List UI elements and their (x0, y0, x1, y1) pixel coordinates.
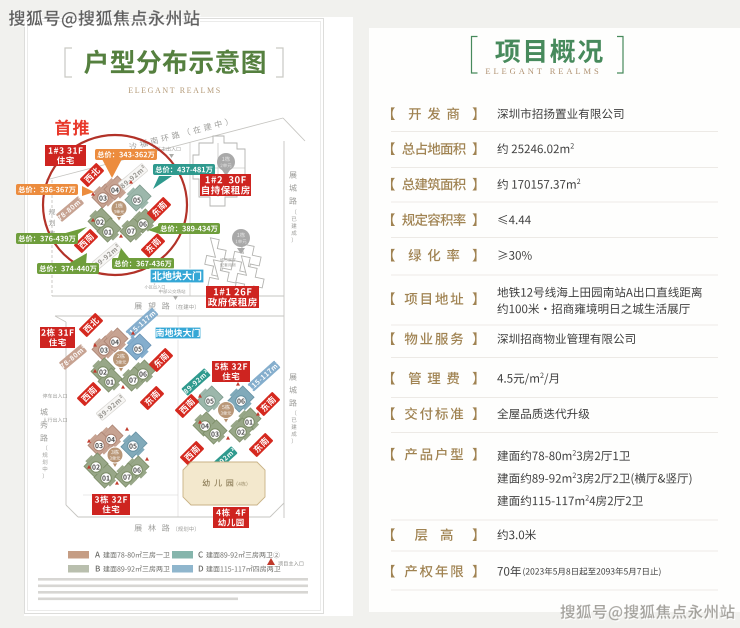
svg-text:ELEGANT REALMS: ELEGANT REALMS (485, 66, 601, 76)
svg-text:ELEGANT REALMS: ELEGANT REALMS (128, 86, 222, 95)
